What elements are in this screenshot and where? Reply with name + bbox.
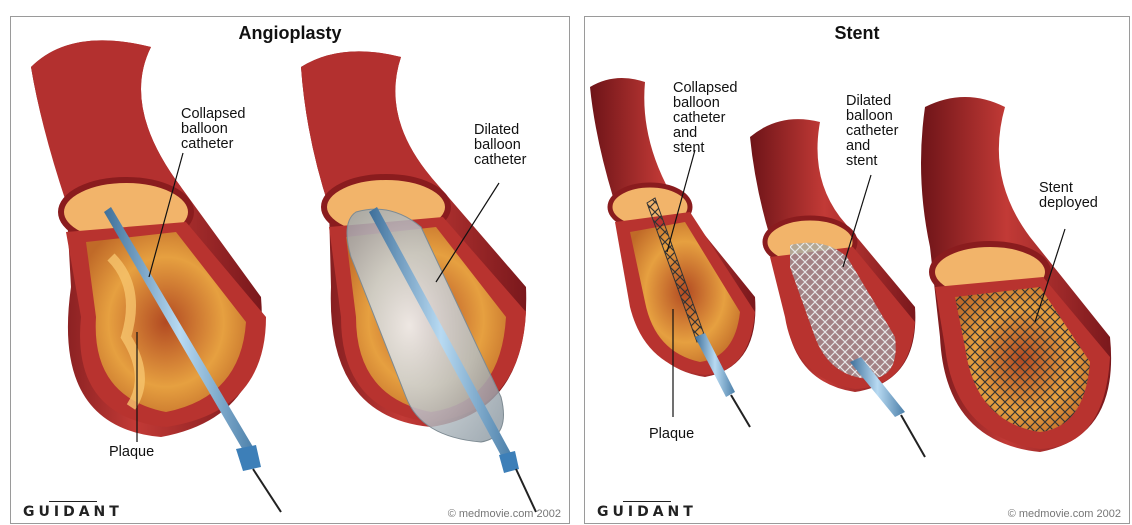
vessel-right-3 [921,97,1111,452]
guidant-logo: GUIDANT [23,504,123,520]
label-plaque: Plaque [109,445,154,460]
guidant-logo: GUIDANT [597,504,697,520]
vessel-right-2 [750,119,925,457]
label-stent-deployed: Stent deployed [1039,181,1098,211]
copyright-text: © medmovie.com 2002 [1008,508,1121,520]
angioplasty-panel: Angioplasty Collapsed balloon catheter D… [10,16,570,524]
angioplasty-illustration [11,17,570,524]
panel-title: Stent [585,23,1129,44]
label-collapsed-balloon-catheter: Collapsed balloon catheter [181,107,246,152]
label-collapsed-balloon-catheter-and-stent: Collapsed balloon catheter and stent [673,81,738,156]
vessel-left-1 [31,40,266,437]
panel-title: Angioplasty [11,23,569,44]
copyright-text: © medmovie.com 2002 [448,508,561,520]
label-plaque: Plaque [649,427,694,442]
label-dilated-balloon-catheter-and-stent: Dilated balloon catheter and stent [846,94,898,169]
label-dilated-balloon-catheter: Dilated balloon catheter [474,123,526,168]
stent-panel: Stent Collapsed balloon catheter and ste… [584,16,1130,524]
